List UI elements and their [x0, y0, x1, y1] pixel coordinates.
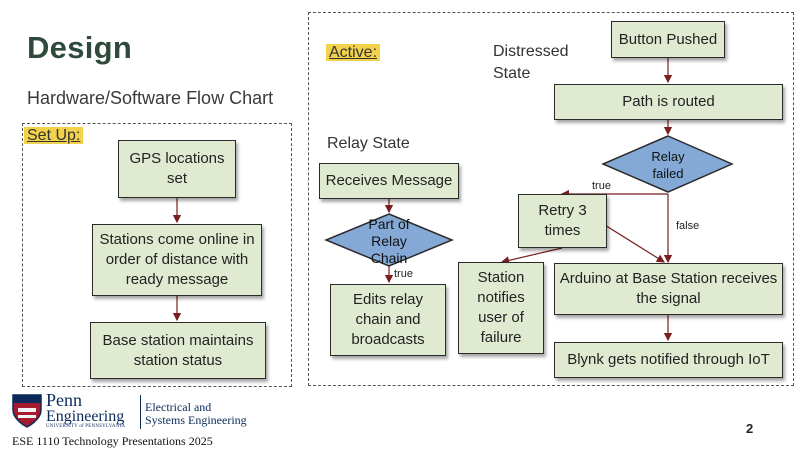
node-base-station-status: Base station maintains station status: [90, 322, 266, 379]
edge-retry-to-notify: [500, 247, 563, 265]
logo-engineering: Engineering: [46, 408, 125, 425]
setup-label-wrap: Set Up:: [24, 127, 84, 145]
relay-failed-diamond: [601, 135, 734, 193]
part-of-chain-diamond: [324, 213, 454, 267]
edge-label-true-relay-failed: true: [592, 180, 611, 192]
edge-label-false: false: [676, 220, 700, 232]
logo-dept-line1: Electrical and: [145, 400, 212, 414]
active-label-wrap: Active:: [326, 44, 381, 62]
page-number: 2: [746, 421, 754, 436]
edge-retry-to-arduino: [599, 221, 666, 263]
node-button-pushed: Button Pushed: [611, 21, 725, 58]
node-path-is-routed: Path is routed: [554, 84, 783, 120]
setup-panel: [22, 123, 292, 387]
penn-engineering-logo: Penn Engineering UNIVERSITY of PENNSYLVA…: [12, 390, 252, 433]
logo-university: UNIVERSITY of PENNSYLVANIA: [46, 424, 126, 429]
slide-subtitle: Hardware/Software Flow Chart: [27, 88, 274, 108]
logo-penn: Penn: [46, 390, 82, 410]
distressed-state-heading: Distressed State: [493, 43, 569, 82]
relay-state-heading: Relay State: [327, 135, 410, 152]
active-label: Active:: [326, 44, 381, 61]
logo-divider: [140, 395, 141, 429]
node-retry-3-times: Retry 3 times: [518, 194, 607, 248]
edge-label-true-chain: true: [394, 268, 413, 280]
node-stations-come-online: Stations come online in order of distanc…: [92, 224, 262, 296]
penn-shield-icon: [12, 394, 42, 428]
node-receives-message: Receives Message: [319, 163, 459, 199]
node-gps-locations-set: GPS locations set: [118, 140, 236, 198]
node-blynk-notified: Blynk gets notified through IoT: [554, 342, 783, 378]
footer-course-text: ESE 1110 Technology Presentations 2025: [12, 434, 213, 448]
part-of-chain-label: Part of Relay Chain: [368, 216, 410, 266]
logo-dept-line2: Systems Engineering: [145, 413, 247, 427]
node-station-notifies-failure: Station notifies user of failure: [458, 262, 544, 354]
node-arduino-receives-signal: Arduino at Base Station receives the sig…: [554, 263, 783, 315]
relay-failed-label: Relay failed: [651, 149, 685, 181]
setup-label: Set Up:: [24, 127, 84, 144]
node-edits-relay-chain: Edits relay chain and broadcasts: [330, 284, 446, 356]
active-panel: [308, 12, 794, 386]
slide-title: Design: [27, 30, 133, 65]
